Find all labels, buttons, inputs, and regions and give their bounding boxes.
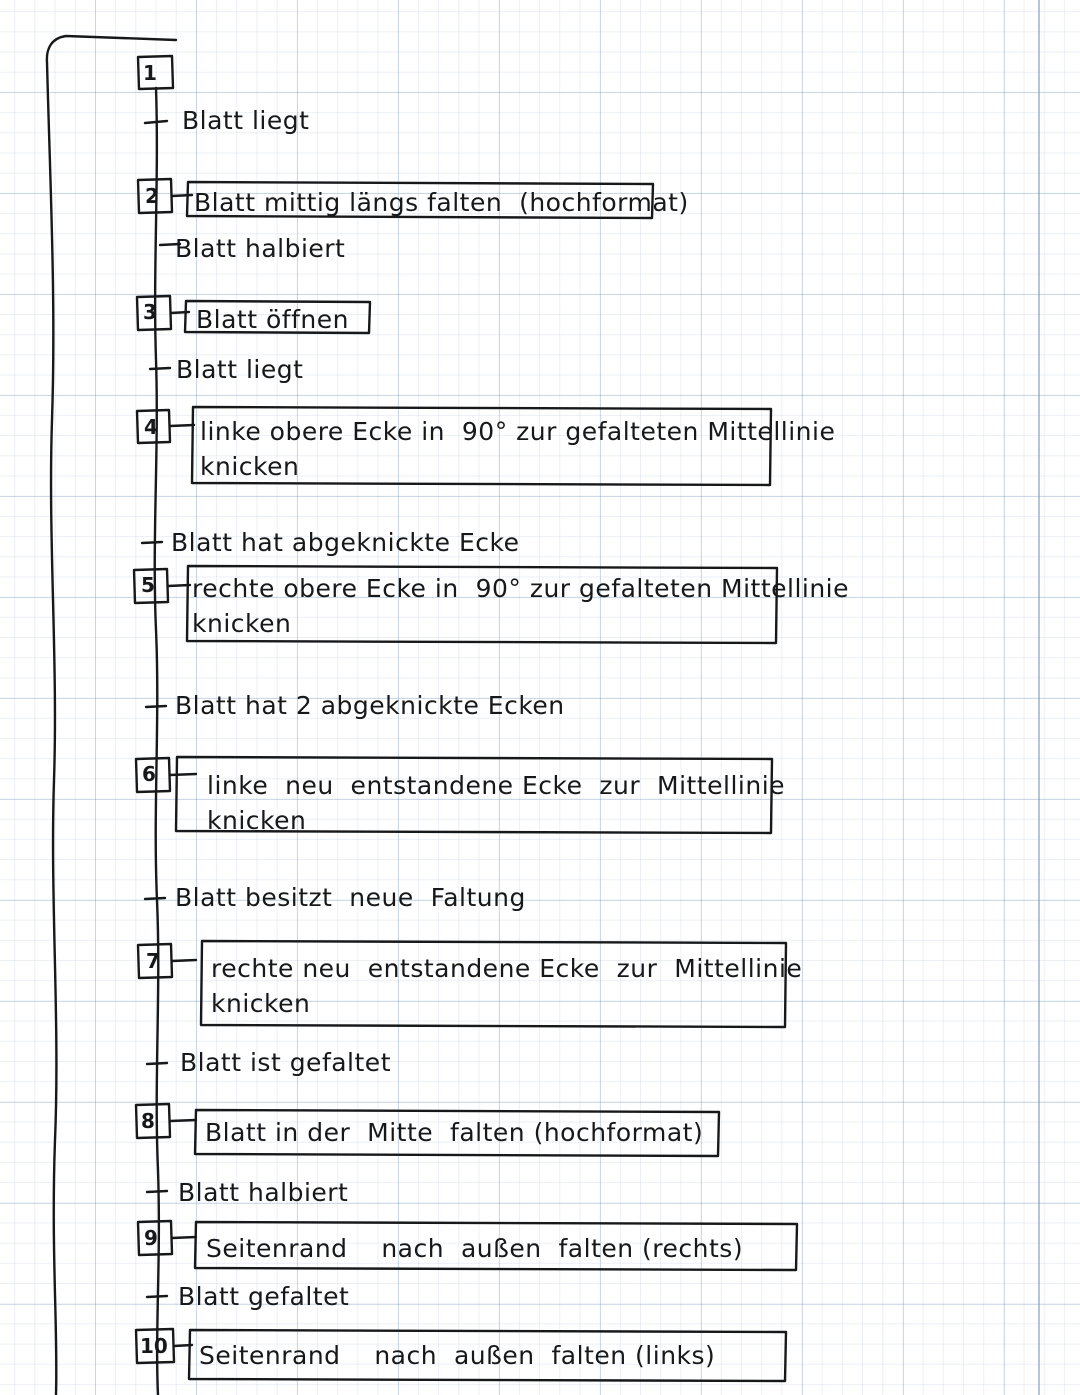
state-label-1: Blatt liegt bbox=[182, 106, 310, 135]
connector-4 bbox=[168, 423, 196, 428]
action-label-10: Seitenrand nach außen falten (links) bbox=[199, 1341, 716, 1370]
node-number-3: 3 bbox=[143, 300, 157, 324]
action-label-2: Blatt mittig längs falten (hochformat) bbox=[194, 188, 689, 217]
node-box-3 bbox=[135, 294, 173, 332]
connector-2 bbox=[170, 193, 194, 198]
action-label-5: rechte obere Ecke in 90° zur gefalteten … bbox=[192, 574, 850, 638]
node-number-2: 2 bbox=[145, 184, 159, 208]
state-tick-1 bbox=[143, 119, 169, 125]
node-box-5 bbox=[132, 567, 170, 605]
paper-right-margin-line bbox=[1038, 0, 1040, 1395]
main-spine bbox=[153, 86, 161, 1395]
node-box-1 bbox=[136, 54, 175, 91]
action-box-7 bbox=[199, 939, 788, 1029]
node-number-1: 1 bbox=[143, 61, 157, 85]
connector-7 bbox=[170, 958, 198, 963]
state-label-8: Blatt halbiert bbox=[178, 1178, 349, 1207]
action-box-8 bbox=[193, 1108, 721, 1158]
state-tick-4 bbox=[140, 540, 164, 545]
action-box-5 bbox=[185, 564, 779, 645]
node-box-6 bbox=[134, 756, 172, 794]
connector-6 bbox=[168, 772, 198, 777]
node-box-4 bbox=[135, 408, 172, 445]
state-tick-3 bbox=[148, 366, 172, 371]
state-tick-7 bbox=[145, 1061, 169, 1066]
node-number-4: 4 bbox=[144, 415, 158, 439]
connector-5 bbox=[166, 583, 192, 588]
node-box-2 bbox=[136, 177, 174, 215]
node-number-6: 6 bbox=[142, 762, 156, 786]
node-box-9 bbox=[136, 1219, 174, 1257]
node-number-10: 10 bbox=[140, 1334, 168, 1358]
action-label-4: linke obere Ecke in 90° zur gefalteten M… bbox=[200, 417, 836, 481]
action-box-10 bbox=[187, 1328, 788, 1383]
state-tick-2 bbox=[158, 242, 182, 247]
action-label-9: Seitenrand nach außen falten (rechts) bbox=[206, 1234, 744, 1263]
state-label-4: Blatt hat abgeknickte Ecke bbox=[171, 528, 520, 557]
node-number-5: 5 bbox=[141, 573, 155, 597]
state-label-3: Blatt liegt bbox=[176, 355, 304, 384]
state-label-2: Blatt halbiert bbox=[175, 234, 346, 263]
state-tick-8 bbox=[145, 1189, 169, 1194]
state-label-7: Blatt ist gefaltet bbox=[180, 1048, 391, 1077]
action-box-4 bbox=[190, 405, 773, 487]
connector-9 bbox=[170, 1235, 198, 1240]
state-tick-9 bbox=[145, 1294, 169, 1299]
action-box-2 bbox=[185, 180, 655, 220]
connector-8 bbox=[168, 1118, 198, 1123]
state-tick-6 bbox=[143, 896, 167, 901]
node-box-8 bbox=[134, 1102, 172, 1140]
action-label-3: Blatt öffnen bbox=[196, 305, 349, 334]
action-label-6: linke neu entstandene Ecke zur Mittellin… bbox=[207, 771, 786, 835]
action-box-3 bbox=[183, 299, 372, 335]
action-label-7: rechte neu entstandene Ecke zur Mittelli… bbox=[211, 954, 803, 1018]
return-loop-path bbox=[45, 34, 178, 1395]
node-number-7: 7 bbox=[146, 949, 160, 973]
node-box-7 bbox=[136, 942, 174, 980]
state-label-6: Blatt besitzt neue Faltung bbox=[175, 883, 526, 912]
action-box-9 bbox=[193, 1220, 799, 1272]
node-number-9: 9 bbox=[144, 1226, 158, 1250]
node-box-10 bbox=[134, 1327, 176, 1365]
state-label-9: Blatt gefaltet bbox=[178, 1282, 350, 1311]
action-label-8: Blatt in der Mitte falten (hochformat) bbox=[205, 1118, 704, 1147]
action-box-6 bbox=[174, 755, 774, 835]
state-tick-5 bbox=[144, 704, 168, 709]
node-number-8: 8 bbox=[141, 1109, 155, 1133]
state-label-5: Blatt hat 2 abgeknickte Ecken bbox=[175, 691, 565, 720]
